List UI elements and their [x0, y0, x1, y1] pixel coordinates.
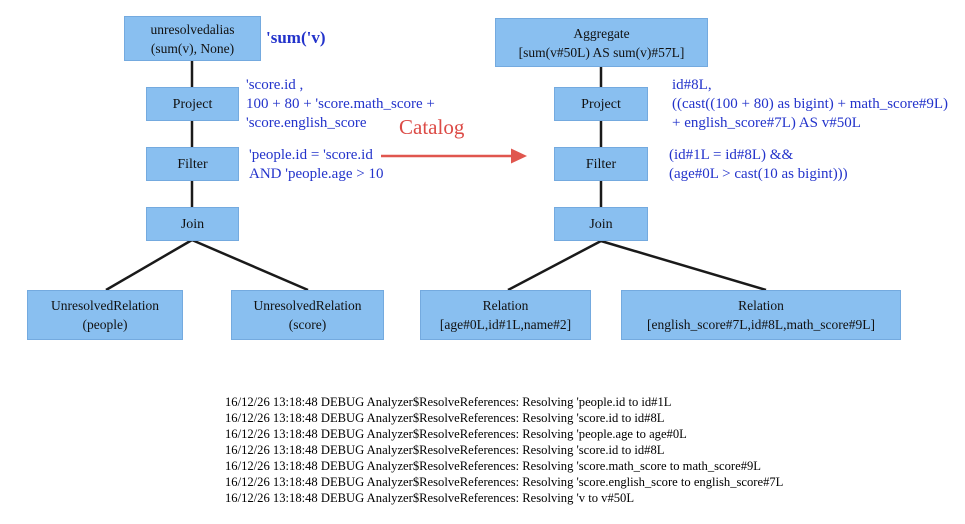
node-label: Join [180, 216, 205, 232]
node-join-left: Join [146, 207, 239, 241]
node-label: UnresolvedRelation [253, 298, 362, 313]
annotation-filter-right: (id#1L = id#8L) && (age#0L > cast(10 as … [669, 146, 848, 184]
node-label: [sum(v#50L) AS sum(v)#57L] [518, 44, 685, 60]
annotation-line: + english_score#7L) AS v#50L [672, 115, 861, 131]
node-label: Filter [585, 156, 617, 172]
node-label: Join [589, 216, 613, 232]
node-filter-left: Filter [146, 147, 239, 181]
node-label: (people) [82, 317, 128, 332]
node-filter-right: Filter [554, 147, 648, 181]
node-label: Relation [738, 298, 784, 313]
annotation-project-left: 'score.id , 100 + 80 + 'score.math_score… [246, 76, 435, 133]
annotation-line: 'people.id = 'score.id [249, 147, 373, 163]
node-label: [age#0L,id#1L,name#2] [439, 317, 572, 332]
catalog-label: Catalog [399, 115, 465, 139]
node-label: unresolvedalias [150, 21, 235, 37]
annotation-line: (age#0L > cast(10 as bigint))) [669, 166, 848, 182]
log-line: 16/12/26 13:18:48 DEBUG Analyzer$Resolve… [225, 427, 687, 441]
node-relation-score: Relation [english_score#7L,id#8L,math_sc… [621, 290, 901, 340]
annotation-line: 'score.english_score [246, 115, 367, 131]
node-label: Project [172, 96, 213, 112]
log-line: 16/12/26 13:18:48 DEBUG Analyzer$Resolve… [225, 411, 665, 425]
log-line: 16/12/26 13:18:48 DEBUG Analyzer$Resolve… [225, 443, 665, 457]
node-project-right: Project [554, 87, 648, 121]
node-label: (score) [288, 317, 327, 332]
log-line: 16/12/26 13:18:48 DEBUG Analyzer$Resolve… [225, 491, 635, 505]
log-line: 16/12/26 13:18:48 DEBUG Analyzer$Resolve… [225, 459, 761, 473]
node-label: Relation [482, 298, 529, 313]
annotation-line: 100 + 80 + 'score.math_score + [246, 96, 435, 112]
log-line: 16/12/26 13:18:48 DEBUG Analyzer$Resolve… [225, 395, 672, 409]
annotation-unresolved-sum: 'sum('v) [266, 28, 326, 47]
node-relation-people: Relation [age#0L,id#1L,name#2] [420, 290, 591, 340]
node-label: (sum(v), None) [150, 40, 235, 56]
annotation-project-right: id#8L, ((cast((100 + 80) as bigint) + ma… [672, 76, 948, 133]
node-unresolvedrelation-score: UnresolvedRelation (score) [231, 290, 384, 340]
node-label: Filter [177, 156, 208, 172]
node-unresolvedrelation-people: UnresolvedRelation (people) [27, 290, 183, 340]
log-line: 16/12/26 13:18:48 DEBUG Analyzer$Resolve… [225, 475, 784, 489]
node-label: UnresolvedRelation [51, 298, 159, 313]
node-unresolvedalias: unresolvedalias (sum(v), None) [124, 16, 261, 61]
debug-log: 16/12/26 13:18:48 DEBUG Analyzer$Resolve… [225, 394, 783, 506]
arrow-right-icon [381, 148, 527, 164]
node-project-left: Project [146, 87, 239, 121]
node-label: Project [581, 96, 621, 112]
annotation-line: id#8L, [672, 77, 712, 93]
node-label: Aggregate [573, 25, 630, 41]
node-join-right: Join [554, 207, 648, 241]
node-aggregate: Aggregate [sum(v#50L) AS sum(v)#57L] [495, 18, 708, 67]
annotation-line: 'score.id , [246, 77, 304, 93]
annotation-filter-left: 'people.id = 'score.id AND 'people.age >… [249, 146, 383, 184]
annotation-line: AND 'people.age > 10 [249, 166, 384, 182]
annotation-line: ((cast((100 + 80) as bigint) + math_scor… [672, 96, 949, 112]
annotation-line: (id#1L = id#8L) && [669, 147, 794, 163]
node-label: [english_score#7L,id#8L,math_score#9L] [647, 317, 875, 332]
